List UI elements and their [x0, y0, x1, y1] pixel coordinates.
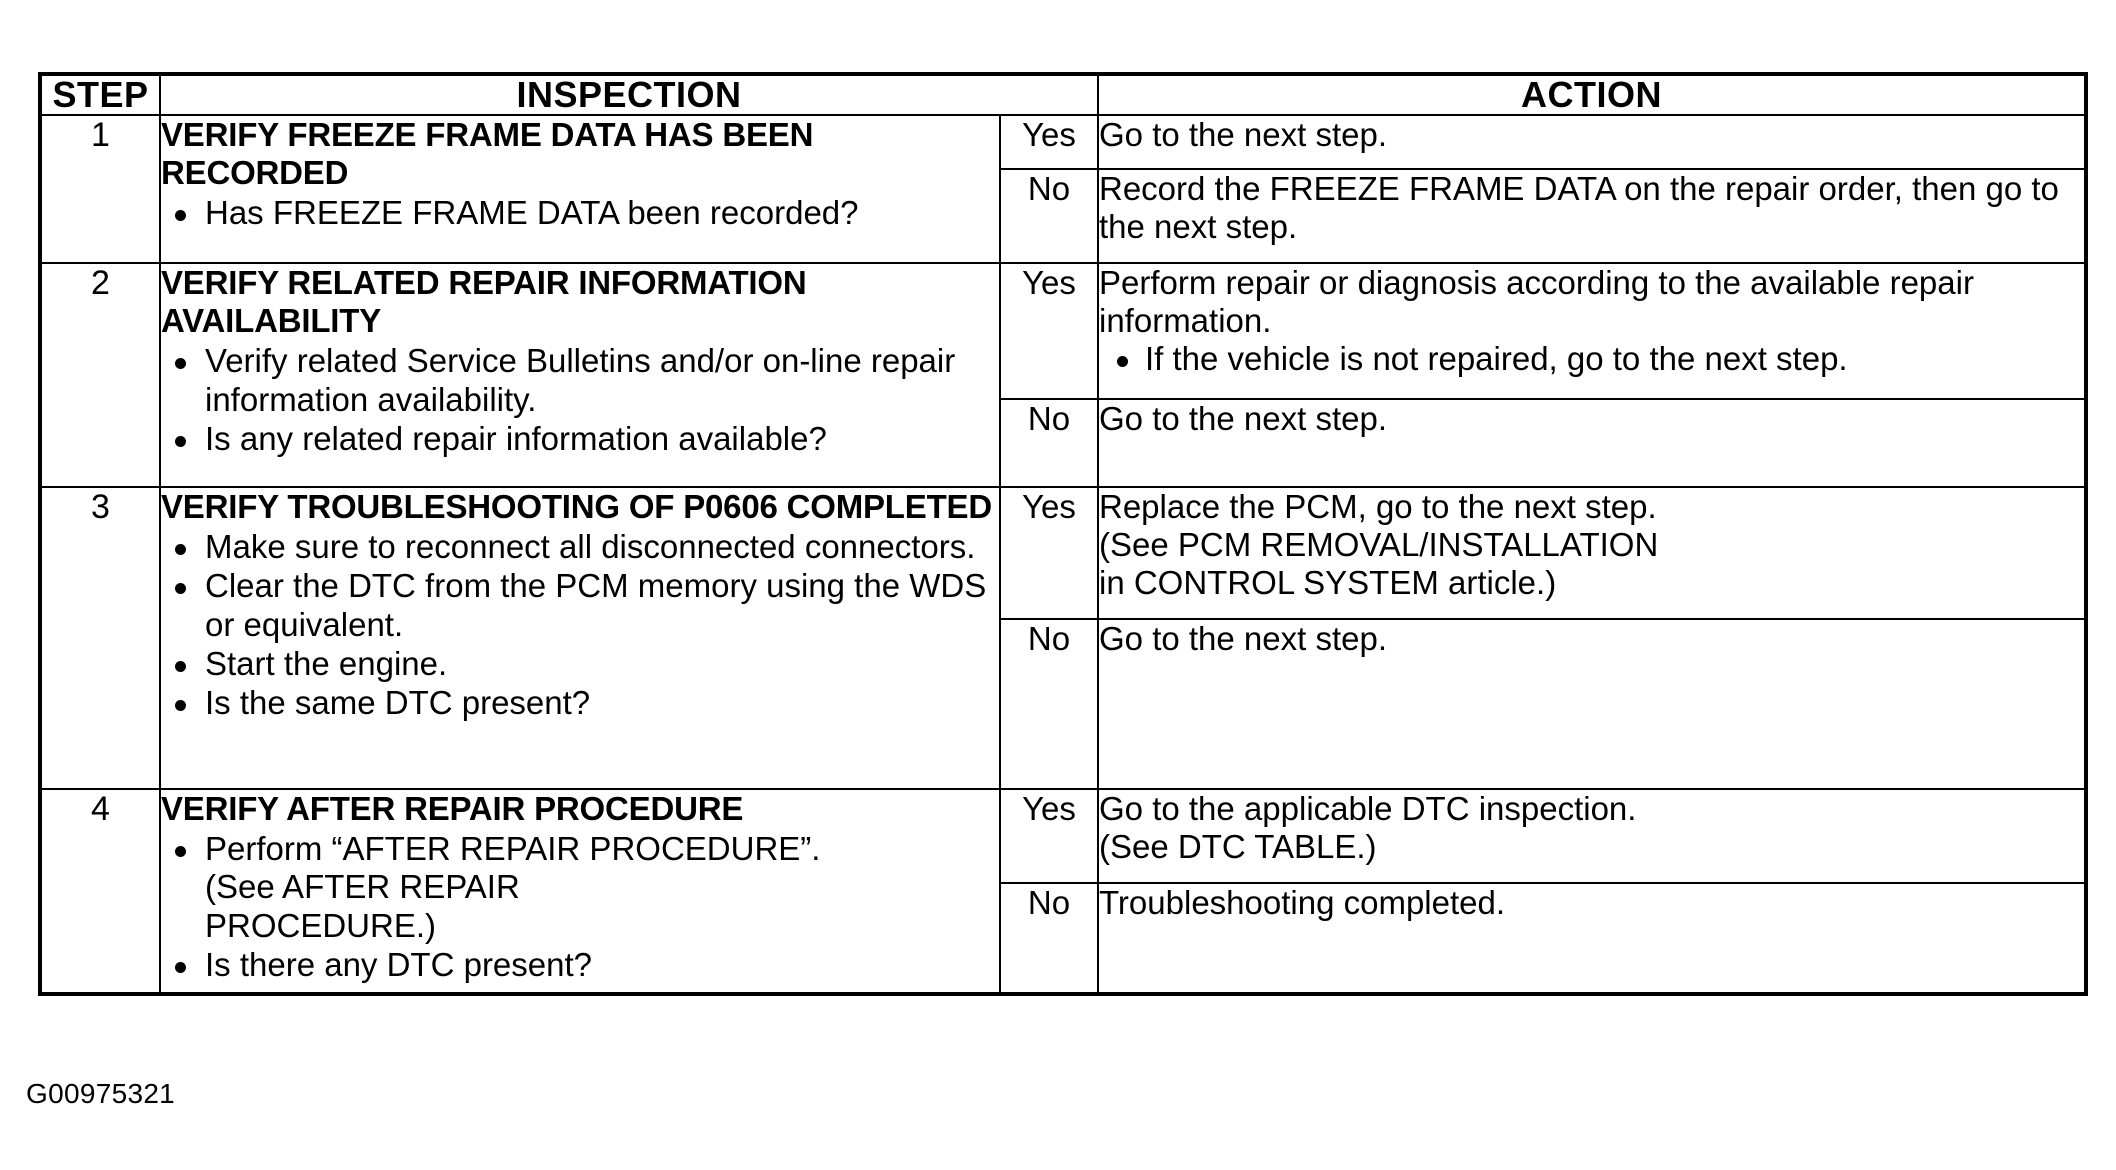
- action-cell: Record the FREEZE FRAME DATA on the repa…: [1097, 167, 2087, 264]
- action-line: in CONTROL SYSTEM article.): [1099, 564, 1557, 602]
- inspection-bullet-text: Is any related repair information availa…: [205, 419, 827, 457]
- table-body: 1 VERIFY FREEZE FRAME DATA HAS BEEN RECO…: [39, 113, 2087, 995]
- inspection-title: VERIFY RELATED REPAIR INFORMATION AVAILA…: [161, 263, 807, 340]
- action-line: Go to the applicable DTC inspection.: [1099, 789, 1637, 827]
- action-cell: Replace the PCM, go to the next step. (S…: [1097, 485, 2087, 620]
- branch-label-no: No: [999, 167, 1099, 264]
- figure-code: G00975321: [26, 1078, 176, 1109]
- step-number-cell: 3: [39, 485, 161, 790]
- dtc-troubleshooting-table: STEP INSPECTION ACTION 1 VERIFY FREEZE F…: [38, 72, 2088, 996]
- step-number-cell: 2: [39, 261, 161, 488]
- inspection-bullet-list: Make sure to reconnect all disconnected …: [161, 528, 999, 722]
- table-row: 3 VERIFY TROUBLESHOOTING OF P0606 COMPLE…: [39, 485, 2087, 790]
- dtc-troubleshooting-table-wrapper: STEP INSPECTION ACTION 1 VERIFY FREEZE F…: [38, 72, 2088, 996]
- action-cell: Go to the applicable DTC inspection. (Se…: [1097, 787, 2087, 884]
- inspection-cell: VERIFY AFTER REPAIR PROCEDURE Perform “A…: [159, 787, 1001, 995]
- table-row: No Go to the next step.: [40, 617, 2087, 790]
- action-line: Record the FREEZE FRAME DATA on the repa…: [1099, 169, 2059, 246]
- inspection-bullet: Is there any DTC present?: [161, 946, 999, 984]
- action-line: Perform repair or diagnosis according to…: [1099, 263, 1974, 340]
- step-number-cell: 1: [39, 113, 161, 264]
- column-header-step: STEP: [39, 73, 161, 116]
- inspection-cell: VERIFY TROUBLESHOOTING OF P0606 COMPLETE…: [159, 485, 1001, 790]
- inspection-bullet: Make sure to reconnect all disconnected …: [161, 528, 999, 566]
- branch-label-no: No: [999, 617, 1099, 790]
- inspection-bullet: Is the same DTC present?: [161, 684, 999, 722]
- column-header-inspection: INSPECTION: [159, 73, 1099, 116]
- action-line: Go to the next step.: [1099, 619, 1388, 657]
- action-line: Go to the next step.: [1099, 399, 1388, 437]
- branch-label-yes: Yes: [999, 261, 1099, 400]
- inspection-bullet: Verify related Service Bulletins and/or …: [161, 342, 999, 419]
- table-header: STEP INSPECTION ACTION: [39, 73, 2087, 116]
- inspection-bullet-list: Verify related Service Bulletins and/or …: [161, 342, 999, 458]
- table-row: No Troubleshooting completed.: [40, 881, 2087, 995]
- inspection-bullet: Is any related repair information availa…: [161, 420, 999, 458]
- inspection-title: VERIFY TROUBLESHOOTING OF P0606 COMPLETE…: [161, 487, 992, 525]
- inspection-bullet-list: Has FREEZE FRAME DATA been recorded?: [161, 194, 999, 232]
- inspection-bullet-text: Perform “AFTER REPAIR PROCEDURE”.: [205, 830, 821, 868]
- branch-label-yes: Yes: [999, 485, 1099, 620]
- inspection-bullet-text: Make sure to reconnect all disconnected …: [205, 528, 976, 566]
- table-row: 4 VERIFY AFTER REPAIR PROCEDURE Perform …: [39, 787, 2087, 995]
- action-cell: Go to the next step.: [1097, 113, 2087, 170]
- table-row: No Record the FREEZE FRAME DATA on the r…: [40, 167, 2087, 264]
- action-bullet-list: If the vehicle is not repaired, go to th…: [1099, 340, 2084, 378]
- inspection-bullet-text: Is the same DTC present?: [205, 684, 591, 722]
- inspection-bullet-text: Clear the DTC from the PCM memory using …: [205, 567, 987, 643]
- inspection-bullet-text: Start the engine.: [205, 644, 448, 682]
- table-row: 1 VERIFY FREEZE FRAME DATA HAS BEEN RECO…: [39, 113, 2087, 264]
- action-cell: Perform repair or diagnosis according to…: [1097, 261, 2087, 400]
- branch-label-yes: Yes: [999, 113, 1099, 170]
- table-row: No Go to the next step.: [40, 397, 2087, 488]
- inspection-cell: VERIFY RELATED REPAIR INFORMATION AVAILA…: [159, 261, 1001, 488]
- inspection-bullet: Clear the DTC from the PCM memory using …: [161, 567, 999, 644]
- inspection-title: VERIFY FREEZE FRAME DATA HAS BEEN RECORD…: [161, 115, 814, 192]
- inspection-bullet-subline: (See AFTER REPAIR: [205, 868, 520, 906]
- action-cell: Go to the next step.: [1097, 397, 2087, 488]
- action-bullet: If the vehicle is not repaired, go to th…: [1099, 340, 2084, 378]
- inspection-bullet-text: Is there any DTC present?: [205, 945, 593, 983]
- inspection-bullet-subline: PROCEDURE.): [205, 906, 437, 944]
- action-line: (See PCM REMOVAL/INSTALLATION: [1099, 526, 1659, 564]
- column-header-action: ACTION: [1097, 73, 2087, 116]
- inspection-bullet-text: Verify related Service Bulletins and/or …: [205, 342, 956, 418]
- branch-label-no: No: [999, 881, 1099, 995]
- inspection-title: VERIFY AFTER REPAIR PROCEDURE: [161, 789, 744, 827]
- action-line: Replace the PCM, go to the next step.: [1099, 487, 1657, 525]
- step-number-cell: 4: [39, 787, 161, 995]
- inspection-cell: VERIFY FREEZE FRAME DATA HAS BEEN RECORD…: [159, 113, 1001, 264]
- action-line: (See DTC TABLE.): [1099, 828, 1377, 866]
- inspection-bullet-list: Perform “AFTER REPAIR PROCEDURE”. (See A…: [161, 830, 999, 984]
- branch-label-yes: Yes: [999, 787, 1099, 884]
- table-header-row: STEP INSPECTION ACTION: [39, 73, 2087, 116]
- inspection-bullet-text: Has FREEZE FRAME DATA been recorded?: [205, 194, 859, 232]
- table-row: 2 VERIFY RELATED REPAIR INFORMATION AVAI…: [39, 261, 2087, 488]
- action-cell: Go to the next step.: [1097, 617, 2087, 790]
- inspection-bullet: Has FREEZE FRAME DATA been recorded?: [161, 194, 999, 232]
- action-cell: Troubleshooting completed.: [1097, 881, 2087, 995]
- inspection-bullet: Start the engine.: [161, 645, 999, 683]
- branch-label-no: No: [999, 397, 1099, 488]
- action-line: Troubleshooting completed.: [1099, 883, 1506, 921]
- inspection-bullet: Perform “AFTER REPAIR PROCEDURE”. (See A…: [161, 830, 999, 945]
- action-line: Go to the next step.: [1099, 115, 1388, 153]
